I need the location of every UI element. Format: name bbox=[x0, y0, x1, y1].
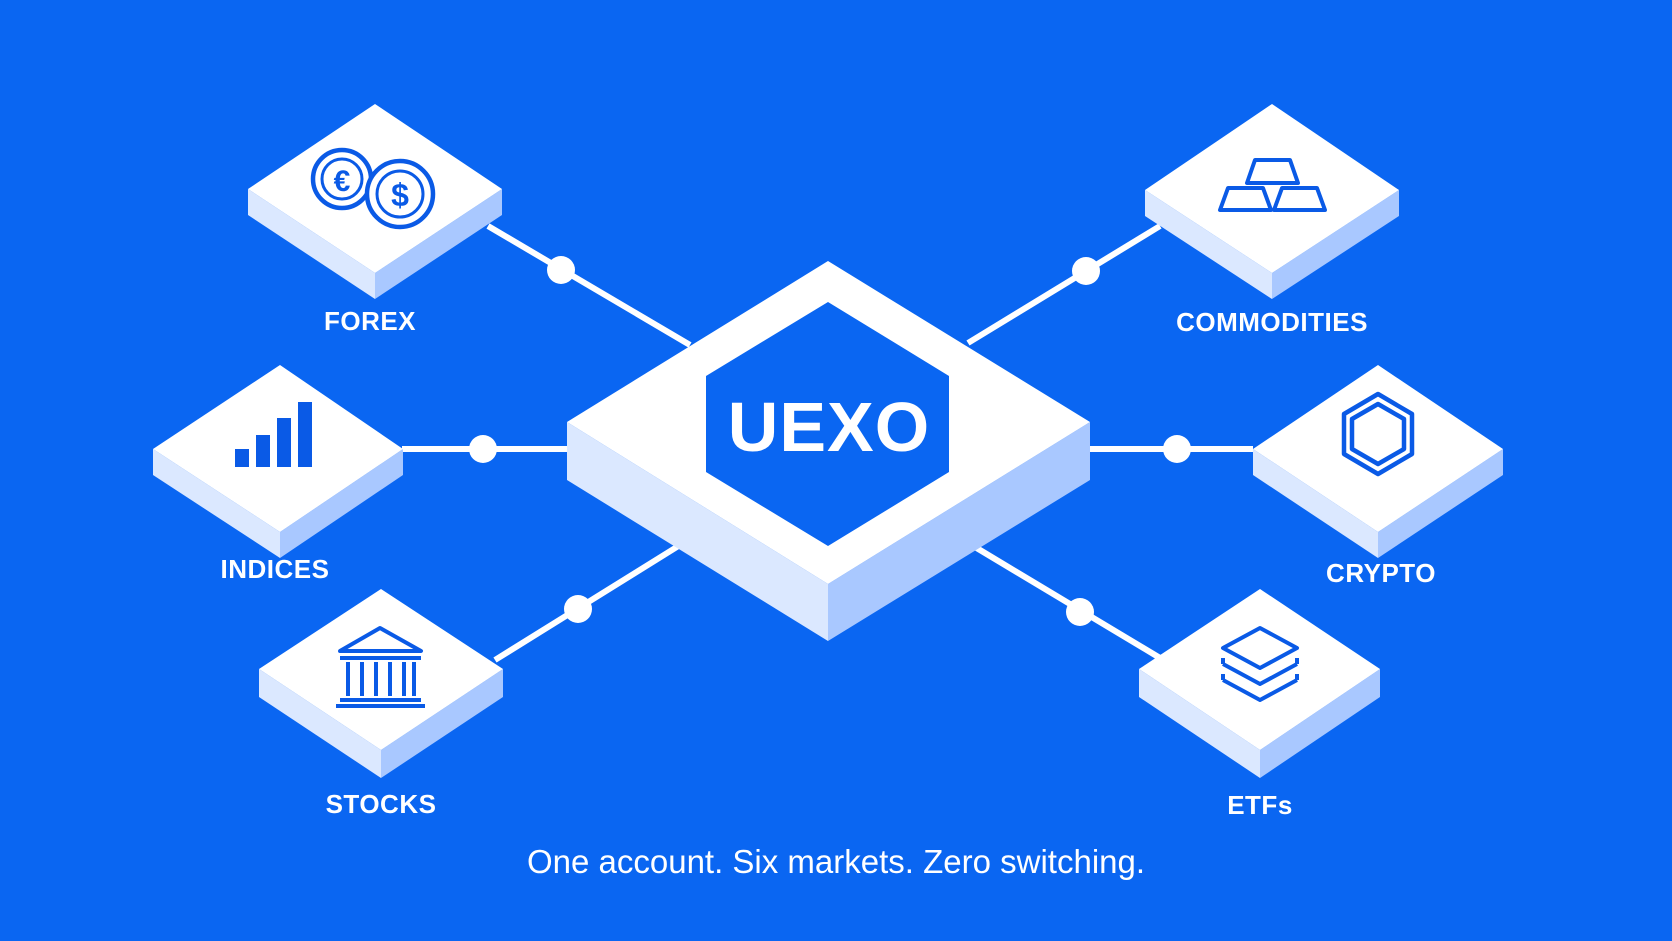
tile-commodities bbox=[1145, 104, 1399, 299]
tile-stocks-left-side bbox=[259, 669, 381, 778]
market-label-indices: INDICES bbox=[220, 554, 330, 584]
market-label-etfs: ETFs bbox=[1227, 790, 1293, 820]
tile-indices-right-side bbox=[280, 449, 403, 558]
tile-forex-left-side bbox=[248, 189, 375, 299]
node-dot-indices bbox=[469, 435, 497, 463]
tile-commodities-right-side bbox=[1272, 190, 1399, 299]
node-dot-etfs bbox=[1066, 598, 1094, 626]
hub-hexagon bbox=[706, 302, 949, 546]
connector-commodities bbox=[966, 223, 1162, 346]
tile-forex-right-side bbox=[375, 189, 502, 299]
tile-crypto-right-side bbox=[1378, 449, 1503, 558]
hub-tile-left-side bbox=[567, 422, 828, 641]
tile-indices-left-side bbox=[153, 449, 280, 558]
market-label-forex: FOREX bbox=[323, 306, 417, 336]
svg-text:€: € bbox=[334, 165, 351, 198]
svg-text:$: $ bbox=[391, 177, 409, 213]
tile-crypto bbox=[1253, 365, 1503, 558]
hub-tile bbox=[567, 261, 1090, 641]
tile-stocks-top bbox=[259, 589, 503, 750]
node-dot-forex bbox=[547, 256, 575, 284]
tile-etfs-left-side bbox=[1139, 669, 1260, 778]
gold-bars-icon bbox=[1218, 158, 1327, 212]
connector-etfs bbox=[973, 544, 1162, 661]
bank-building-icon bbox=[336, 626, 425, 708]
hub-tile-right-side bbox=[828, 422, 1090, 641]
tile-commodities-top bbox=[1145, 104, 1399, 273]
tile-indices bbox=[153, 365, 403, 558]
hexagon-token-icon bbox=[1341, 391, 1415, 477]
layers-stack-icon bbox=[1221, 626, 1299, 702]
tile-stocks bbox=[259, 589, 503, 778]
tile-etfs bbox=[1139, 589, 1380, 778]
hub-label: UEXO bbox=[727, 388, 931, 466]
tile-etfs-right-side bbox=[1260, 669, 1380, 778]
bar-chart-icon bbox=[235, 402, 312, 467]
market-label-commodities: COMMODITIES bbox=[1176, 307, 1368, 337]
tile-stocks-right-side bbox=[381, 669, 503, 778]
market-label-stocks: STOCKS bbox=[325, 789, 437, 819]
tile-forex: € $ bbox=[248, 104, 502, 299]
tile-crypto-top bbox=[1253, 365, 1503, 532]
currency-coins-icon: € $ bbox=[310, 147, 436, 230]
node-dot-commodities bbox=[1072, 257, 1100, 285]
node-dot-crypto bbox=[1163, 435, 1191, 463]
tile-crypto-left-side bbox=[1253, 449, 1378, 558]
node-dot-stocks bbox=[564, 595, 592, 623]
tile-commodities-left-side bbox=[1145, 190, 1272, 299]
connector-forex bbox=[486, 223, 692, 348]
connector-nodes bbox=[469, 256, 1191, 626]
market-label-crypto: CRYPTO bbox=[1326, 558, 1436, 588]
tagline: One account. Six markets. Zero switching… bbox=[526, 843, 1146, 880]
